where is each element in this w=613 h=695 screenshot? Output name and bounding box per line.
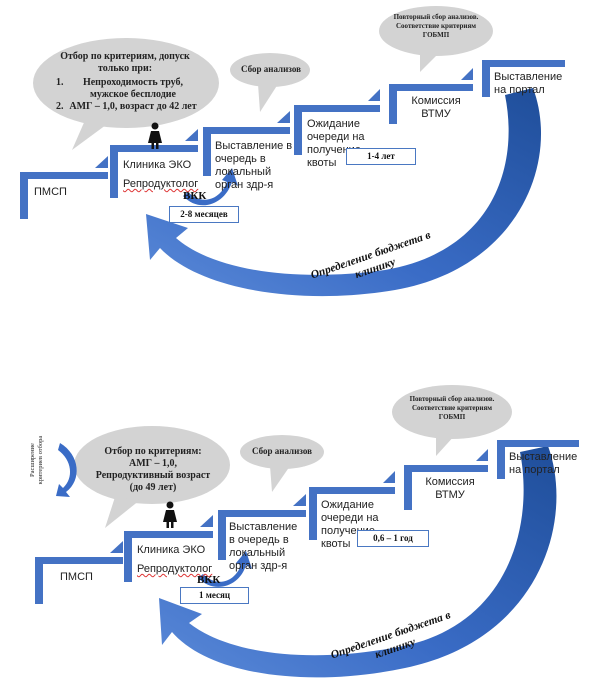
bubble-repeat-2 xyxy=(392,385,512,456)
step-label-queue-2: Выставление в очередь в локальный орган … xyxy=(229,521,298,572)
step-shape-queue-2 xyxy=(218,494,306,560)
duration-box-vkk-2: 1 месяц xyxy=(180,587,249,604)
bubble-repeat-2-text: Повторный сбор анализов. Соответствие кр… xyxy=(409,395,495,421)
bubble-criteria-1-title: Отбор по критериям, допуск только при: xyxy=(60,51,190,74)
expand-criteria-arrow xyxy=(56,443,77,497)
step-label-commission: Комиссия ВТМУ xyxy=(411,95,461,120)
step-shape-portal xyxy=(482,60,565,97)
duration-box-quota: 1-4 лет xyxy=(346,148,416,165)
step-label-queue: Выставление в очередь в локальный орган … xyxy=(215,140,293,191)
step-shape-queue xyxy=(203,111,290,176)
step-label-commission-2: Комиссия ВТМУ xyxy=(425,476,475,501)
bubble-criteria-1-list: Непроходимость труб, мужское бесплодие А… xyxy=(50,77,200,113)
bubble-criteria-1 xyxy=(33,38,219,150)
vkk-label-2: ВКК xyxy=(197,574,221,586)
bubble-criteria-1-item: АМГ – 1,0, возраст до 42 лет xyxy=(66,101,200,113)
bubble-analyses-2-text: Сбор анализов xyxy=(252,446,312,456)
bubble-analyses-1 xyxy=(230,53,310,112)
step-shape-clinic-2 xyxy=(124,515,213,582)
vkk-label: ВКК xyxy=(183,190,207,202)
bubble-criteria-1-item: Непроходимость труб, мужское бесплодие xyxy=(66,77,200,101)
step-label-portal-2: Выставление на портал xyxy=(509,451,578,476)
step-shape-commission-2 xyxy=(404,449,488,510)
bubble-analyses-2 xyxy=(240,435,324,492)
step-label-reproductologist: Репродуктолог xyxy=(123,178,199,190)
duration-box-vkk: 2-8 месяцев xyxy=(169,206,239,223)
vkk-curve-arrow xyxy=(183,168,238,206)
step-shape-portal-2 xyxy=(497,440,579,479)
expand-criteria-label: Расширение критериев отбора xyxy=(29,435,44,485)
bubble-repeat-1-text: Повторный сбор анализов. Соответствие кр… xyxy=(393,13,479,39)
step-shape-pmsp-2 xyxy=(35,541,123,604)
step-shape-waiting-2 xyxy=(309,471,395,540)
step-label-reproductologist-2: Репродуктолог xyxy=(137,563,213,575)
duration-box-quota-2: 0,6 – 1 год xyxy=(357,530,429,547)
step-label-waiting: Ожидание очереди на получение квоты xyxy=(307,118,365,169)
diagram-1 xyxy=(20,6,565,297)
woman-icon xyxy=(148,122,162,149)
step-label-clinic-2: Клиника ЭКО xyxy=(137,544,206,556)
bubble-analyses-1-text: Сбор анализов xyxy=(241,64,301,74)
step-shape-pmsp xyxy=(20,156,108,219)
bubble-repeat-1 xyxy=(379,6,493,72)
step-label-portal: Выставление на портал xyxy=(494,71,563,96)
bubble-criteria-2-text: Отбор по критериям: АМГ – 1,0, Репродукт… xyxy=(95,446,211,493)
vkk-curve-arrow-2 xyxy=(198,551,252,587)
step-label-pmsp: ПМСП xyxy=(34,186,67,198)
woman-icon-2 xyxy=(163,501,177,528)
step-label-clinic: Клиника ЭКО xyxy=(123,159,192,171)
bubble-criteria-1-text: Отбор по критериям, допуск только при: Н… xyxy=(50,51,200,113)
step-label-pmsp-2: ПМСП xyxy=(60,571,93,583)
diagram-2 xyxy=(35,385,579,678)
step-shape-commission xyxy=(389,68,473,124)
step-shape-waiting xyxy=(294,89,380,155)
bubble-criteria-2 xyxy=(74,426,230,528)
step-shape-clinic xyxy=(110,129,198,198)
